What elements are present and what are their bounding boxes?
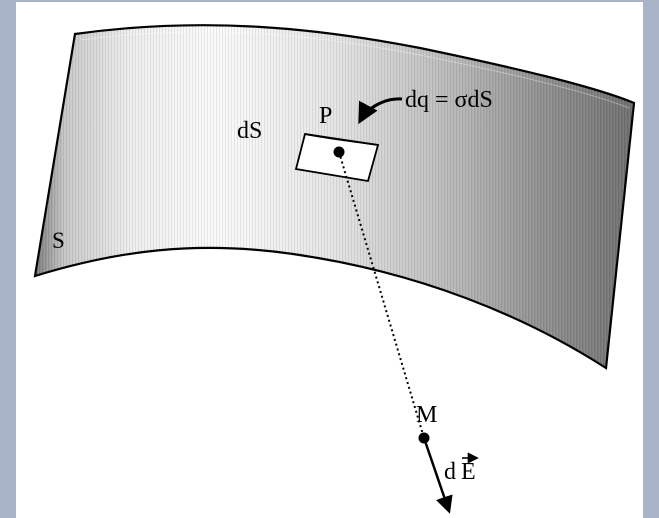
surface-rib-texture <box>35 25 634 369</box>
surface-element-ds <box>294 132 380 183</box>
charge-relation-label: dq = σdS <box>405 87 493 113</box>
point-m-label: M <box>416 402 437 428</box>
surface-label: S <box>52 228 65 253</box>
field-vector-label: E <box>461 459 476 485</box>
surface-element-top-curve <box>304 133 379 146</box>
point-p-label: P <box>319 103 332 129</box>
field-prefix-label: d <box>444 459 456 485</box>
surface-top-highlight <box>79 31 630 109</box>
area-element-label: dS <box>237 118 262 144</box>
charged-surface <box>33 24 636 370</box>
field-vector-arrow <box>422 437 453 514</box>
charge-pointer-arrow <box>358 97 403 125</box>
